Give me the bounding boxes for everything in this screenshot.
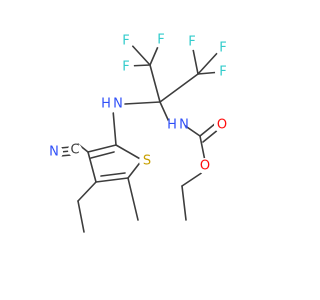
atom-f3: F	[122, 60, 129, 75]
bond-ch2-ch3-ester	[181, 185, 187, 221]
bond-c2-c3-double-b	[90, 151, 115, 159]
bond-c4-c5-double-b	[100, 172, 126, 177]
bond-nright-ccarbonyl	[183, 124, 201, 137]
atom-o-carbonyl: O	[217, 118, 227, 133]
atom-f1: F	[122, 34, 129, 49]
bond-cf3-cquat-right	[159, 73, 199, 103]
bond-ch2-ch3	[77, 200, 85, 233]
atom-labels: F F F F F F H N H N O O S N C	[47, 32, 231, 174]
bond-s-c2	[115, 144, 143, 161]
bond-carbonyl-double-a	[199, 122, 217, 137]
atom-n-left: N	[113, 97, 123, 112]
atom-o-ester: O	[200, 159, 210, 174]
atom-f5: F	[219, 41, 226, 56]
atom-f2: F	[157, 33, 164, 48]
atom-c-nitrile: C	[70, 143, 79, 158]
bond-nleft-c2	[112, 109, 117, 146]
atom-n-right: N	[179, 118, 189, 133]
bond-ccarbonyl-oester	[199, 135, 206, 162]
atom-s-ring: S	[143, 154, 151, 169]
atom-f4: F	[188, 35, 195, 50]
bond-carbonyl-double-b	[202, 128, 220, 143]
bond-oester-ch2	[181, 171, 204, 187]
atom-h-left: H	[101, 97, 111, 112]
bond-c3-c4	[87, 151, 97, 183]
bond-c4-c5-double-a	[95, 177, 129, 183]
atom-f6: F	[219, 65, 226, 80]
bond-c2-c3-double-a	[87, 144, 117, 153]
bond-cf3-cquat-left	[149, 64, 161, 103]
atom-h-right: H	[167, 118, 177, 133]
bond-c-f5	[197, 49, 221, 75]
atom-n-nitrile: N	[49, 145, 59, 160]
molecule-diagram: F F F F F F H N H N O O S N C	[47, 32, 231, 233]
bond-c4-ch2	[77, 181, 97, 202]
bonds	[59, 40, 222, 233]
bond-cquat-nleft	[124, 101, 161, 105]
bond-c5-ch3	[127, 177, 139, 221]
